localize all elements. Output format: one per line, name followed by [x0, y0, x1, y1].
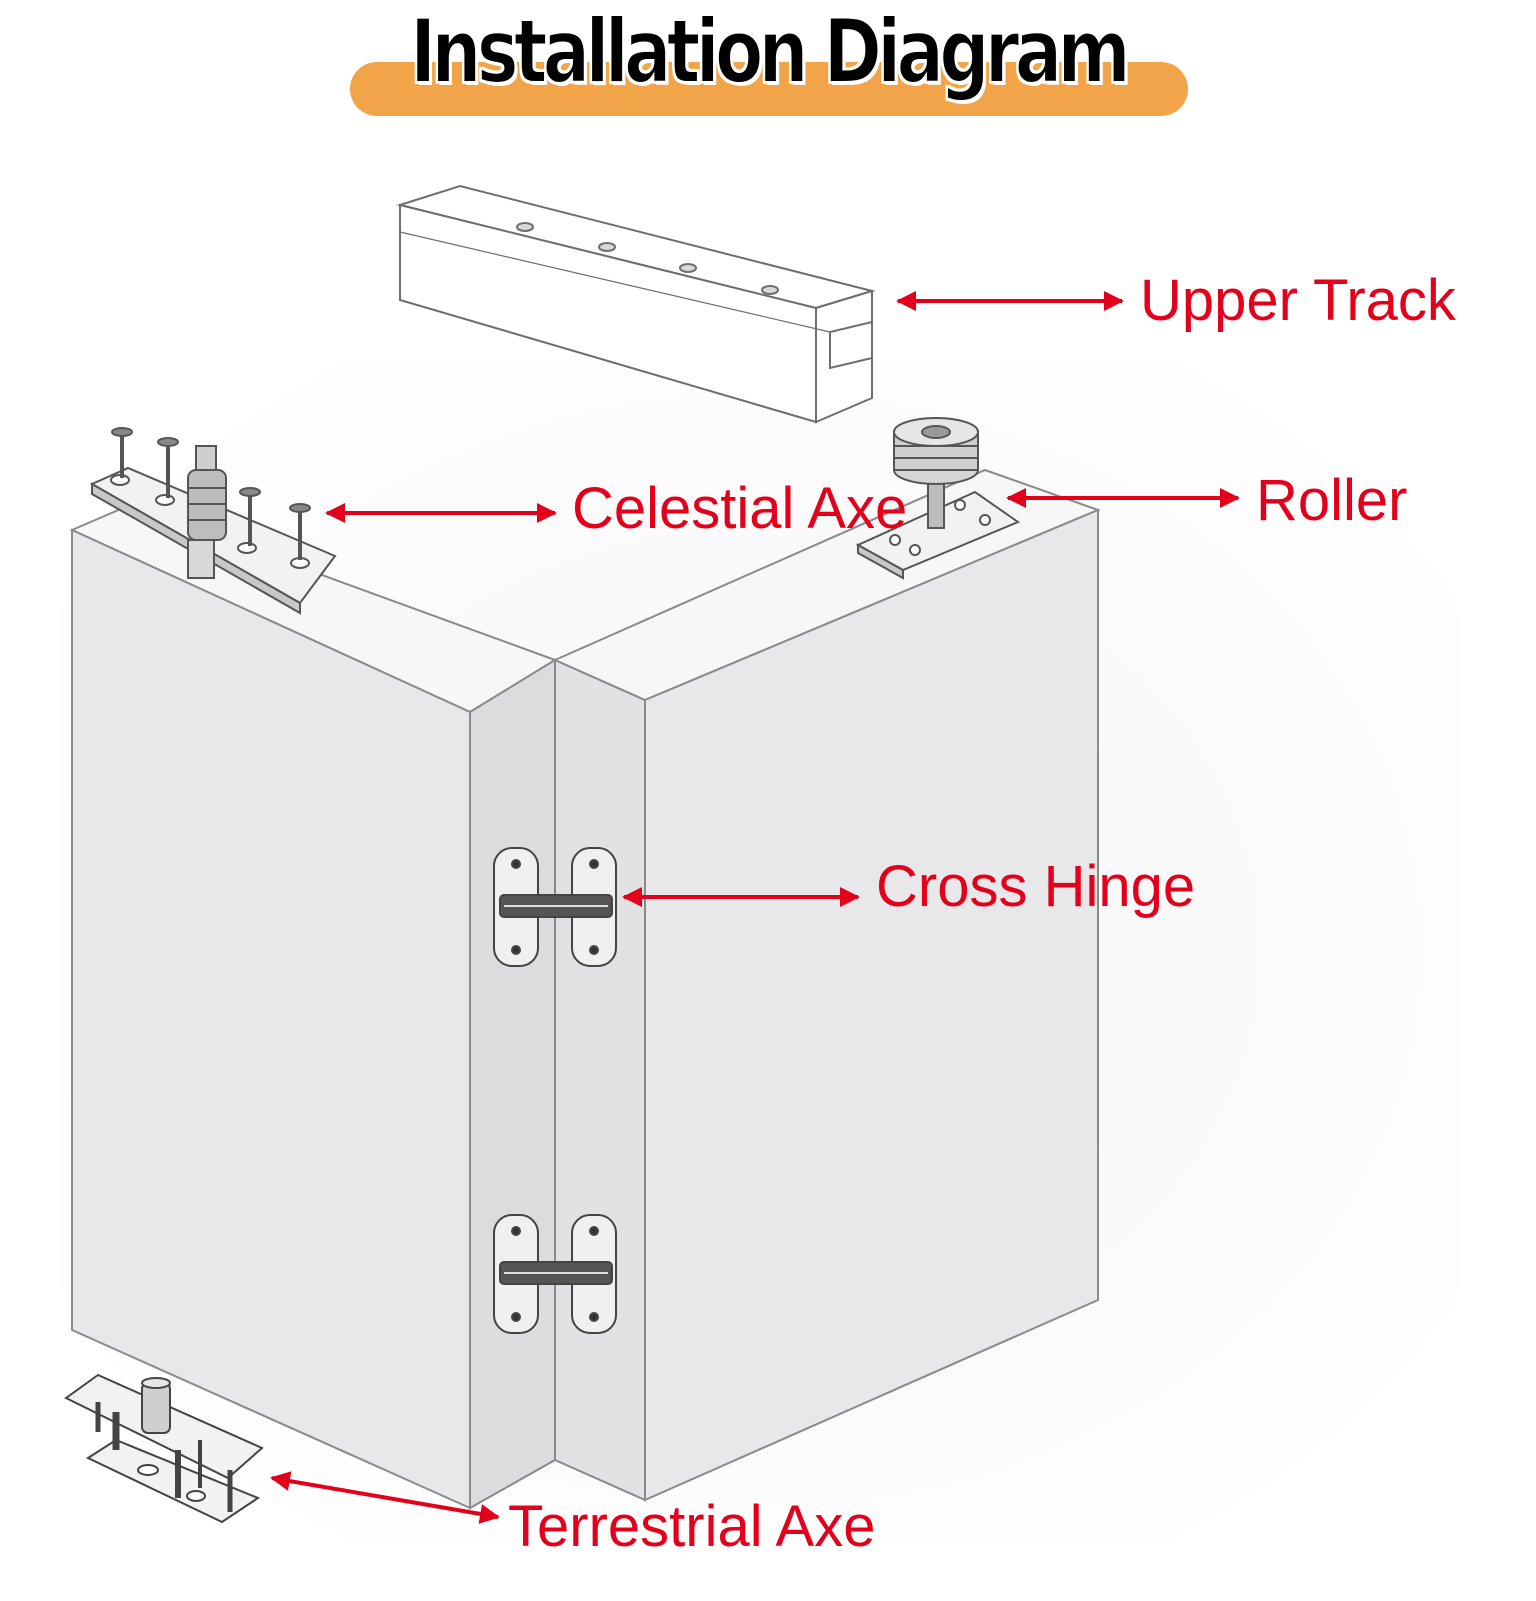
cross-hinge-top [493, 847, 617, 967]
title-highlight-bar [350, 62, 1188, 116]
roller-hardware [855, 417, 1021, 580]
label-roller: Roller [1256, 468, 1408, 533]
label-cross-hinge: Cross Hinge [876, 854, 1196, 919]
diagram-title: Installation Diagram [409, 0, 1131, 103]
label-celestial-axe: Celestial Axe [572, 476, 908, 541]
upper-track [396, 184, 876, 424]
terrestrial-axe-hardware [64, 1373, 264, 1524]
title-banner: Installation Diagram [0, 0, 1536, 130]
cross-hinge-bottom [493, 1214, 617, 1334]
terrestrial-axe-arrow [270, 1471, 500, 1524]
label-upper-track: Upper Track [1140, 268, 1456, 333]
label-terrestrial-axe: Terrestrial Axe [508, 1494, 876, 1559]
celestial-axe-hardware [89, 427, 337, 615]
callout-arrows [270, 291, 1240, 1524]
